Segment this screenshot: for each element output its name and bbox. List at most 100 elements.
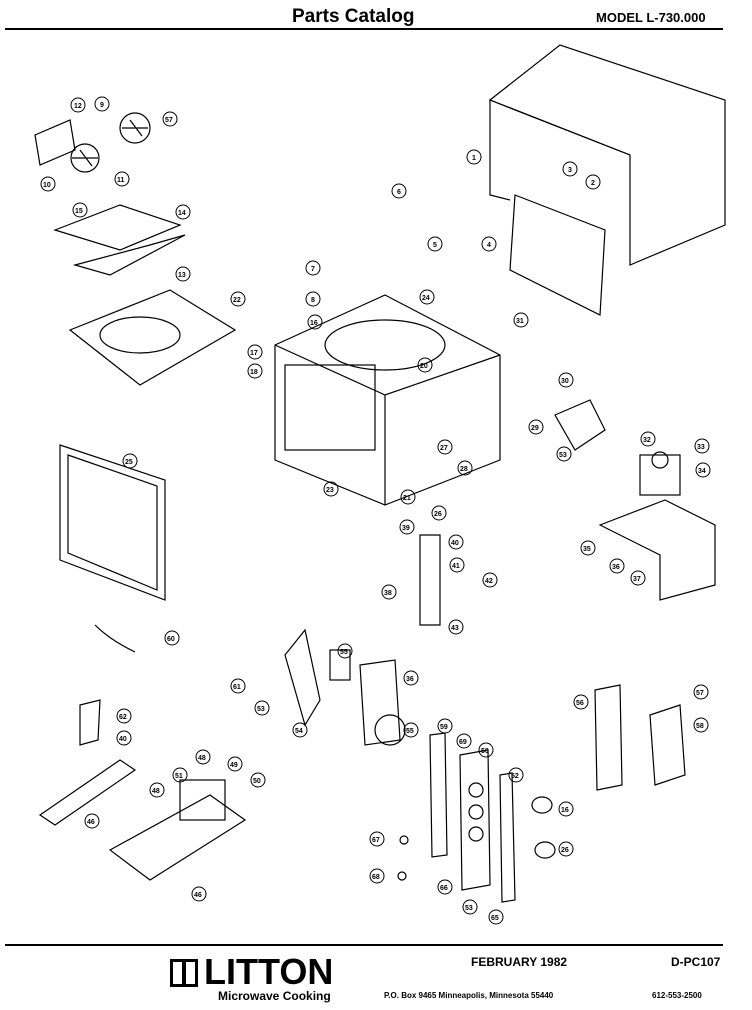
blower-assembly [329,649,406,746]
svg-text:17: 17 [250,350,258,357]
callout-54: 53 [556,446,572,462]
svg-text:65: 65 [491,915,499,922]
svg-text:14: 14 [178,210,186,217]
brand-subtitle: Microwave Cooking [218,989,331,1003]
callout-3: 3 [562,161,578,177]
callout-61: 59 [437,718,453,734]
svg-text:67: 67 [372,837,380,844]
svg-text:40: 40 [119,736,127,743]
callout-59: 57 [162,111,178,127]
callout-36: 36 [609,558,625,574]
svg-text:23: 23 [326,487,334,494]
callout-67: 67 [369,831,385,847]
svg-text:36: 36 [612,564,620,571]
callout-labels: 12 9 57 1 3 2 10 11 6 4 5 15 14 7 13 8 2… [40,96,711,925]
door-frame [59,444,166,601]
svg-text:4: 4 [487,242,491,249]
svg-text:49: 49 [230,762,238,769]
callout-23: 23 [323,481,339,497]
callout-24: 24 [419,289,435,305]
catalog-date: FEBRUARY 1982 [471,955,568,969]
callout-51: 51 [172,767,188,783]
callout-32: 32 [640,431,656,447]
litton-logo-mark [170,959,198,987]
callout-64: 62 [116,708,132,724]
svg-text:53: 53 [465,905,473,912]
callout-34: 34 [695,462,711,478]
svg-text:60: 60 [167,636,175,643]
footer-rule [5,944,723,946]
svg-text:36: 36 [406,676,414,683]
svg-text:28: 28 [460,466,468,473]
svg-text:11: 11 [117,177,125,184]
wire-harness [94,624,136,653]
svg-text:50: 50 [253,778,261,785]
svg-text:59: 59 [440,724,448,731]
motor-bracket [284,628,321,727]
company-phone: 612-553-2500 [652,991,702,1000]
fan-bracket [53,204,186,276]
svg-text:55: 55 [406,728,414,735]
model-number: MODEL L-730.000 [596,10,706,25]
svg-text:50: 50 [481,748,489,755]
callout-11: 11 [114,171,130,187]
svg-text:6: 6 [397,189,401,196]
svg-text:43: 43 [451,625,459,632]
svg-text:16: 16 [310,320,318,327]
catalog-code: D-PC107 [671,955,721,969]
side-panel [509,194,606,316]
callout-33: 33 [694,438,710,454]
svg-text:24: 24 [422,295,430,302]
svg-text:51: 51 [175,773,183,780]
svg-text:40: 40 [451,540,459,547]
svg-text:26: 26 [434,511,442,518]
callout-17: 17 [247,344,263,360]
svg-text:32: 32 [643,437,651,444]
callout-48: 49 [227,756,243,772]
svg-text:52: 52 [511,773,519,780]
callout-49: 48 [149,782,165,798]
callout-69: 69 [456,733,472,749]
callout-28: 28 [457,460,473,476]
callout-42: 42 [482,572,498,588]
svg-text:53: 53 [257,706,265,713]
callout-54b: 53 [254,700,270,716]
callout-55: 54 [292,722,308,738]
svg-text:62: 62 [119,714,127,721]
svg-text:13: 13 [178,272,186,279]
fan-assembly [34,112,151,173]
callout-22: 22 [230,291,246,307]
callout-53: 52 [508,767,524,783]
svg-text:29: 29 [531,425,539,432]
cavity-top-plate [68,289,237,386]
callout-58: 56 [573,694,589,710]
callout-56: 55 [337,643,353,659]
callout-10: 10 [40,176,56,192]
callout-9: 9 [94,96,110,112]
magnetron [639,451,681,496]
svg-text:39: 39 [402,525,410,532]
callout-30: 30 [558,372,574,388]
callout-16b: 16 [558,801,574,817]
vent-grille [554,399,606,451]
callout-7: 7 [305,260,321,276]
svg-text:61: 61 [233,684,241,691]
svg-text:57: 57 [696,690,704,697]
callout-16: 16 [307,314,323,330]
svg-text:48: 48 [152,788,160,795]
svg-text:46: 46 [194,892,202,899]
svg-text:10: 10 [43,182,51,189]
callout-18: 18 [247,363,263,379]
svg-text:16: 16 [561,807,569,814]
svg-text:1: 1 [472,155,476,162]
callout-43: 43 [448,619,464,635]
control-strips [429,732,516,903]
svg-text:41: 41 [452,563,460,570]
svg-text:55: 55 [340,649,348,656]
callout-60: 58 [693,717,709,733]
callout-6: 6 [391,183,407,199]
callout-62: 60 [164,630,180,646]
svg-text:25: 25 [125,459,133,466]
svg-text:48: 48 [198,755,206,762]
